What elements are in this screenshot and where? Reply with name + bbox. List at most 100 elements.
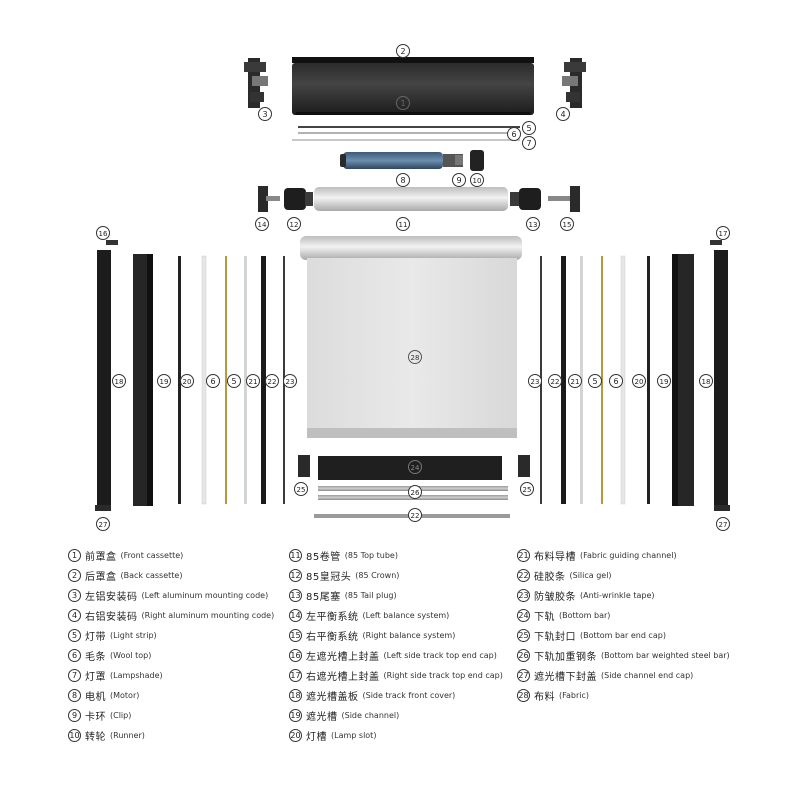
callout-18-right: 18 [699,374,713,388]
callout-12: 12 [287,217,301,231]
legend-number: 7 [68,668,81,682]
legend-en: (Side track front cover) [362,690,456,700]
callout-22-left-label: 22 [268,378,277,386]
clip [455,155,463,165]
callout-16: 16 [96,226,110,240]
legend-en: (Anti-wrinkle tape) [580,590,655,600]
legend-zh: 85尾塞 [306,591,341,603]
callout-20-right-label: 20 [635,378,644,386]
callout-20-right: 20 [632,374,646,388]
callout-18-left-label: 18 [115,378,124,386]
legend-en: (Right side track top end cap) [383,670,503,680]
legend-en: (Left side track top end cap) [383,650,497,660]
legend-number: 10 [68,728,81,742]
legend-number: 26 [517,648,530,662]
callout-6-left: 6 [206,374,220,388]
callout-16-label: 16 [99,230,108,238]
callout-19-left-label: 19 [160,378,169,386]
legend-zh: 卡环 [85,711,106,723]
legend-en: (85 Tail plug) [344,590,397,600]
top-tube [314,187,508,211]
callout-22-bottom: 22 [408,508,422,522]
legend-zh: 毛条 [85,651,106,663]
legend-en: (Fabric) [559,690,589,700]
legend-item: 18 遮光槽盖板(Side track front cover) [289,687,455,703]
legend-zh: 前罩盒 [85,551,117,563]
legend-number: 11 [289,548,302,562]
callout-21-left: 21 [246,374,260,388]
callout-27-left-label: 27 [99,521,108,529]
legend-number: 18 [289,688,302,702]
callout-2-label: 2 [400,47,405,56]
legend-en: (Front cassette) [120,550,184,560]
callout-6-label: 6 [511,130,516,139]
callout-27-right-label: 27 [719,521,728,529]
bottom-bar-end-cap-left [298,455,310,477]
callout-4: 4 [556,107,570,121]
legend-zh: 布料导槽 [534,551,576,563]
callout-10: 10 [470,173,484,187]
legend-zh: 右遮光槽上封盖 [306,671,380,683]
legend-number: 24 [517,608,530,622]
legend-zh: 遮光槽盖板 [306,691,359,703]
legend-number: 2 [68,568,81,582]
callout-10-label: 10 [473,177,482,185]
legend-en: (Left aluminum mounting code) [141,590,269,600]
callout-6-left-label: 6 [210,377,215,386]
legend-number: 27 [517,668,530,682]
legend-number: 13 [289,588,302,602]
callout-5-label: 5 [526,124,531,133]
callout-15: 15 [560,217,574,231]
legend-en: (85 Top tube) [344,550,398,560]
legend-en: (Back cassette) [120,570,183,580]
callout-1: 1 [396,96,410,110]
legend-number: 19 [289,708,302,722]
legend-zh: 左平衡系统 [306,611,359,623]
callout-9-label: 9 [456,176,461,185]
callout-13: 13 [526,217,540,231]
callout-25-left-label: 25 [297,486,306,494]
callout-25-right: 25 [520,482,534,496]
callout-25-left: 25 [294,482,308,496]
callout-7: 7 [522,136,536,150]
runner [470,150,484,171]
callout-13-label: 13 [529,221,538,229]
callout-11: 11 [396,217,410,231]
callout-24-label: 24 [411,464,420,472]
left-balance-system [258,186,280,212]
legend-number: 20 [289,728,302,742]
front-cassette [292,57,534,115]
legend-zh: 左铝安装码 [85,591,138,603]
legend-zh: 转轮 [85,731,106,743]
callout-6-right-label: 6 [613,377,618,386]
legend-zh: 电机 [85,691,106,703]
legend-number: 5 [68,628,81,642]
callout-21-right: 21 [568,374,582,388]
legend-number: 16 [289,648,302,662]
legend-en: (Bottom bar) [559,610,611,620]
callout-5-right: 5 [588,374,602,388]
legend-en: (Left balance system) [362,610,450,620]
callout-22-right: 22 [548,374,562,388]
legend-en: (Side channel) [341,710,400,720]
callout-22-left: 22 [265,374,279,388]
callout-3-label: 3 [262,110,267,119]
callout-23-right-label: 23 [531,378,540,386]
callout-6-right: 6 [609,374,623,388]
callout-22-right-label: 22 [551,378,560,386]
callout-23-left-label: 23 [286,378,295,386]
callout-28: 28 [408,350,422,364]
callout-14-label: 14 [258,221,267,229]
callout-5-left: 5 [227,374,241,388]
legend-en: (Side channel end cap) [601,670,694,680]
callout-26: 26 [408,485,422,499]
